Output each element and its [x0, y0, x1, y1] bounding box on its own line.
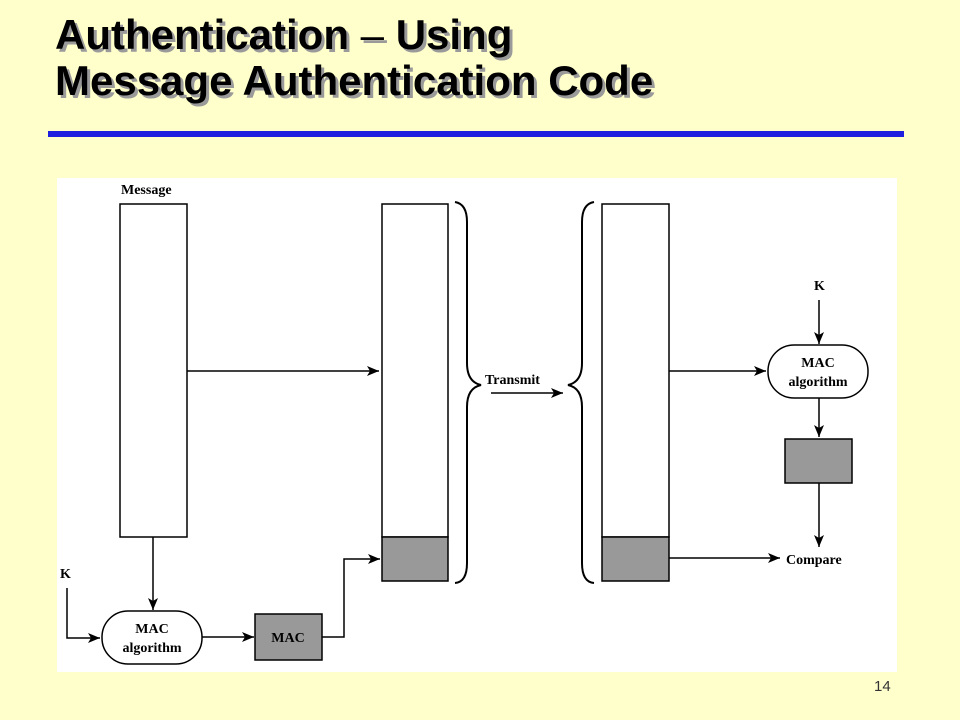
- transmit-label: Transmit: [485, 373, 540, 388]
- sender-mac-alg-label-1: MAC: [135, 622, 168, 637]
- mac-diagram-svg: Message K MAC algorithm MAC Transmit: [60, 183, 869, 665]
- message-label: Message: [121, 183, 172, 198]
- sender-k-label: K: [60, 567, 71, 582]
- computed-mac-block: [784, 438, 853, 484]
- receiver-mac-algorithm: [767, 344, 869, 399]
- sender-mac-alg-label-2: algorithm: [122, 641, 181, 656]
- title-line-1: Authentication – Using: [55, 12, 915, 58]
- receiver-mac-alg-label-1: MAC: [801, 356, 834, 371]
- arrow-mac-to-packet: [322, 554, 380, 638]
- compare-label: Compare: [786, 553, 842, 568]
- sender-message-box: [119, 203, 188, 538]
- sender-packet-message: [381, 203, 449, 538]
- receiver-packet-mac: [601, 536, 670, 582]
- mac-block-label: MAC: [271, 631, 304, 646]
- mac-diagram: Message K MAC algorithm MAC Transmit: [57, 178, 897, 672]
- page-number: 14: [874, 678, 891, 695]
- sender-mac-algorithm: [101, 610, 203, 665]
- title-dash: –: [360, 11, 385, 58]
- right-brace: [567, 201, 595, 584]
- title-underline: [48, 131, 904, 137]
- mac-block: [254, 613, 323, 661]
- arrow-k-to-mac-alg: [66, 588, 100, 643]
- title-using: Using: [395, 11, 513, 58]
- left-brace: [454, 201, 482, 584]
- title-authentication: Authentication: [55, 11, 349, 58]
- receiver-mac-alg-label-2: algorithm: [788, 375, 847, 390]
- title-line-2: Message Authentication Code: [55, 57, 654, 104]
- receiver-k-label: K: [814, 279, 825, 294]
- slide-title: Authentication – Using Message Authentic…: [55, 12, 915, 104]
- receiver-packet-message: [601, 203, 670, 538]
- sender-packet-mac: [381, 536, 449, 582]
